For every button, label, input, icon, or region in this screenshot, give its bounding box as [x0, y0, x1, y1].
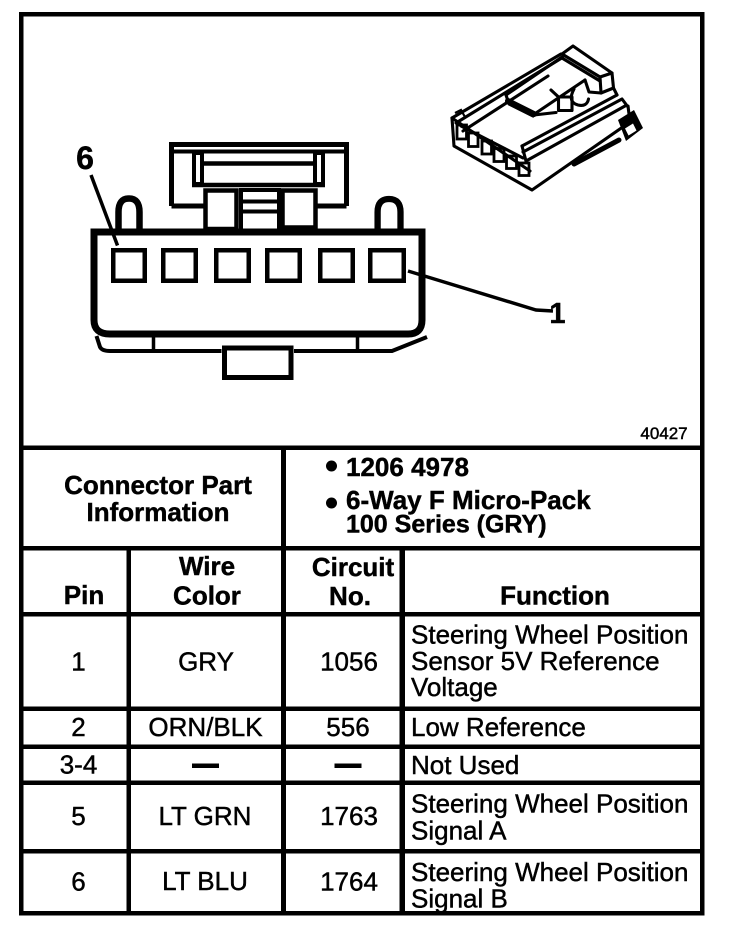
svg-text:1763: 1763: [320, 801, 378, 831]
svg-text:Information: Information: [87, 497, 230, 527]
svg-text:Not Used: Not Used: [411, 750, 519, 780]
svg-text:3-4: 3-4: [60, 750, 98, 780]
svg-text:6: 6: [76, 140, 94, 176]
svg-text:Pin: Pin: [64, 580, 104, 610]
svg-text:Signal A: Signal A: [411, 816, 507, 846]
svg-text:Connector Part: Connector Part: [64, 470, 252, 500]
svg-text:Wire: Wire: [179, 551, 235, 581]
svg-text:Signal B: Signal B: [411, 884, 508, 914]
svg-text:Function: Function: [500, 581, 610, 611]
svg-text:2: 2: [71, 712, 85, 742]
svg-text:6-Way F Micro-Pack: 6-Way F Micro-Pack: [346, 485, 591, 515]
svg-text:Steering Wheel Position: Steering Wheel Position: [411, 789, 688, 819]
svg-text:5: 5: [71, 801, 85, 831]
svg-text:556: 556: [326, 712, 369, 742]
svg-text:1: 1: [549, 298, 565, 330]
svg-text:Circuit: Circuit: [312, 552, 395, 582]
svg-text:Steering Wheel Position: Steering Wheel Position: [411, 857, 688, 887]
svg-text:Sensor 5V Reference: Sensor 5V Reference: [411, 646, 660, 676]
svg-text:No.: No.: [329, 581, 371, 611]
svg-text:1056: 1056: [320, 647, 378, 677]
svg-text:Voltage: Voltage: [411, 672, 498, 702]
svg-text:LT GRN: LT GRN: [159, 801, 252, 831]
svg-text:Color: Color: [173, 581, 241, 611]
svg-text:40427: 40427: [640, 424, 687, 443]
svg-text:LT BLU: LT BLU: [162, 866, 248, 896]
svg-text:100 Series (GRY): 100 Series (GRY): [346, 511, 547, 539]
svg-text:1206 4978: 1206 4978: [346, 452, 469, 482]
svg-text:ORN/BLK: ORN/BLK: [148, 712, 263, 742]
svg-text:Low Reference: Low Reference: [411, 712, 586, 742]
svg-text:Steering Wheel Position: Steering Wheel Position: [411, 620, 688, 650]
svg-text:1: 1: [71, 647, 85, 677]
svg-text:6: 6: [71, 867, 85, 897]
svg-text:1764: 1764: [320, 867, 378, 897]
svg-text:GRY: GRY: [178, 647, 234, 677]
